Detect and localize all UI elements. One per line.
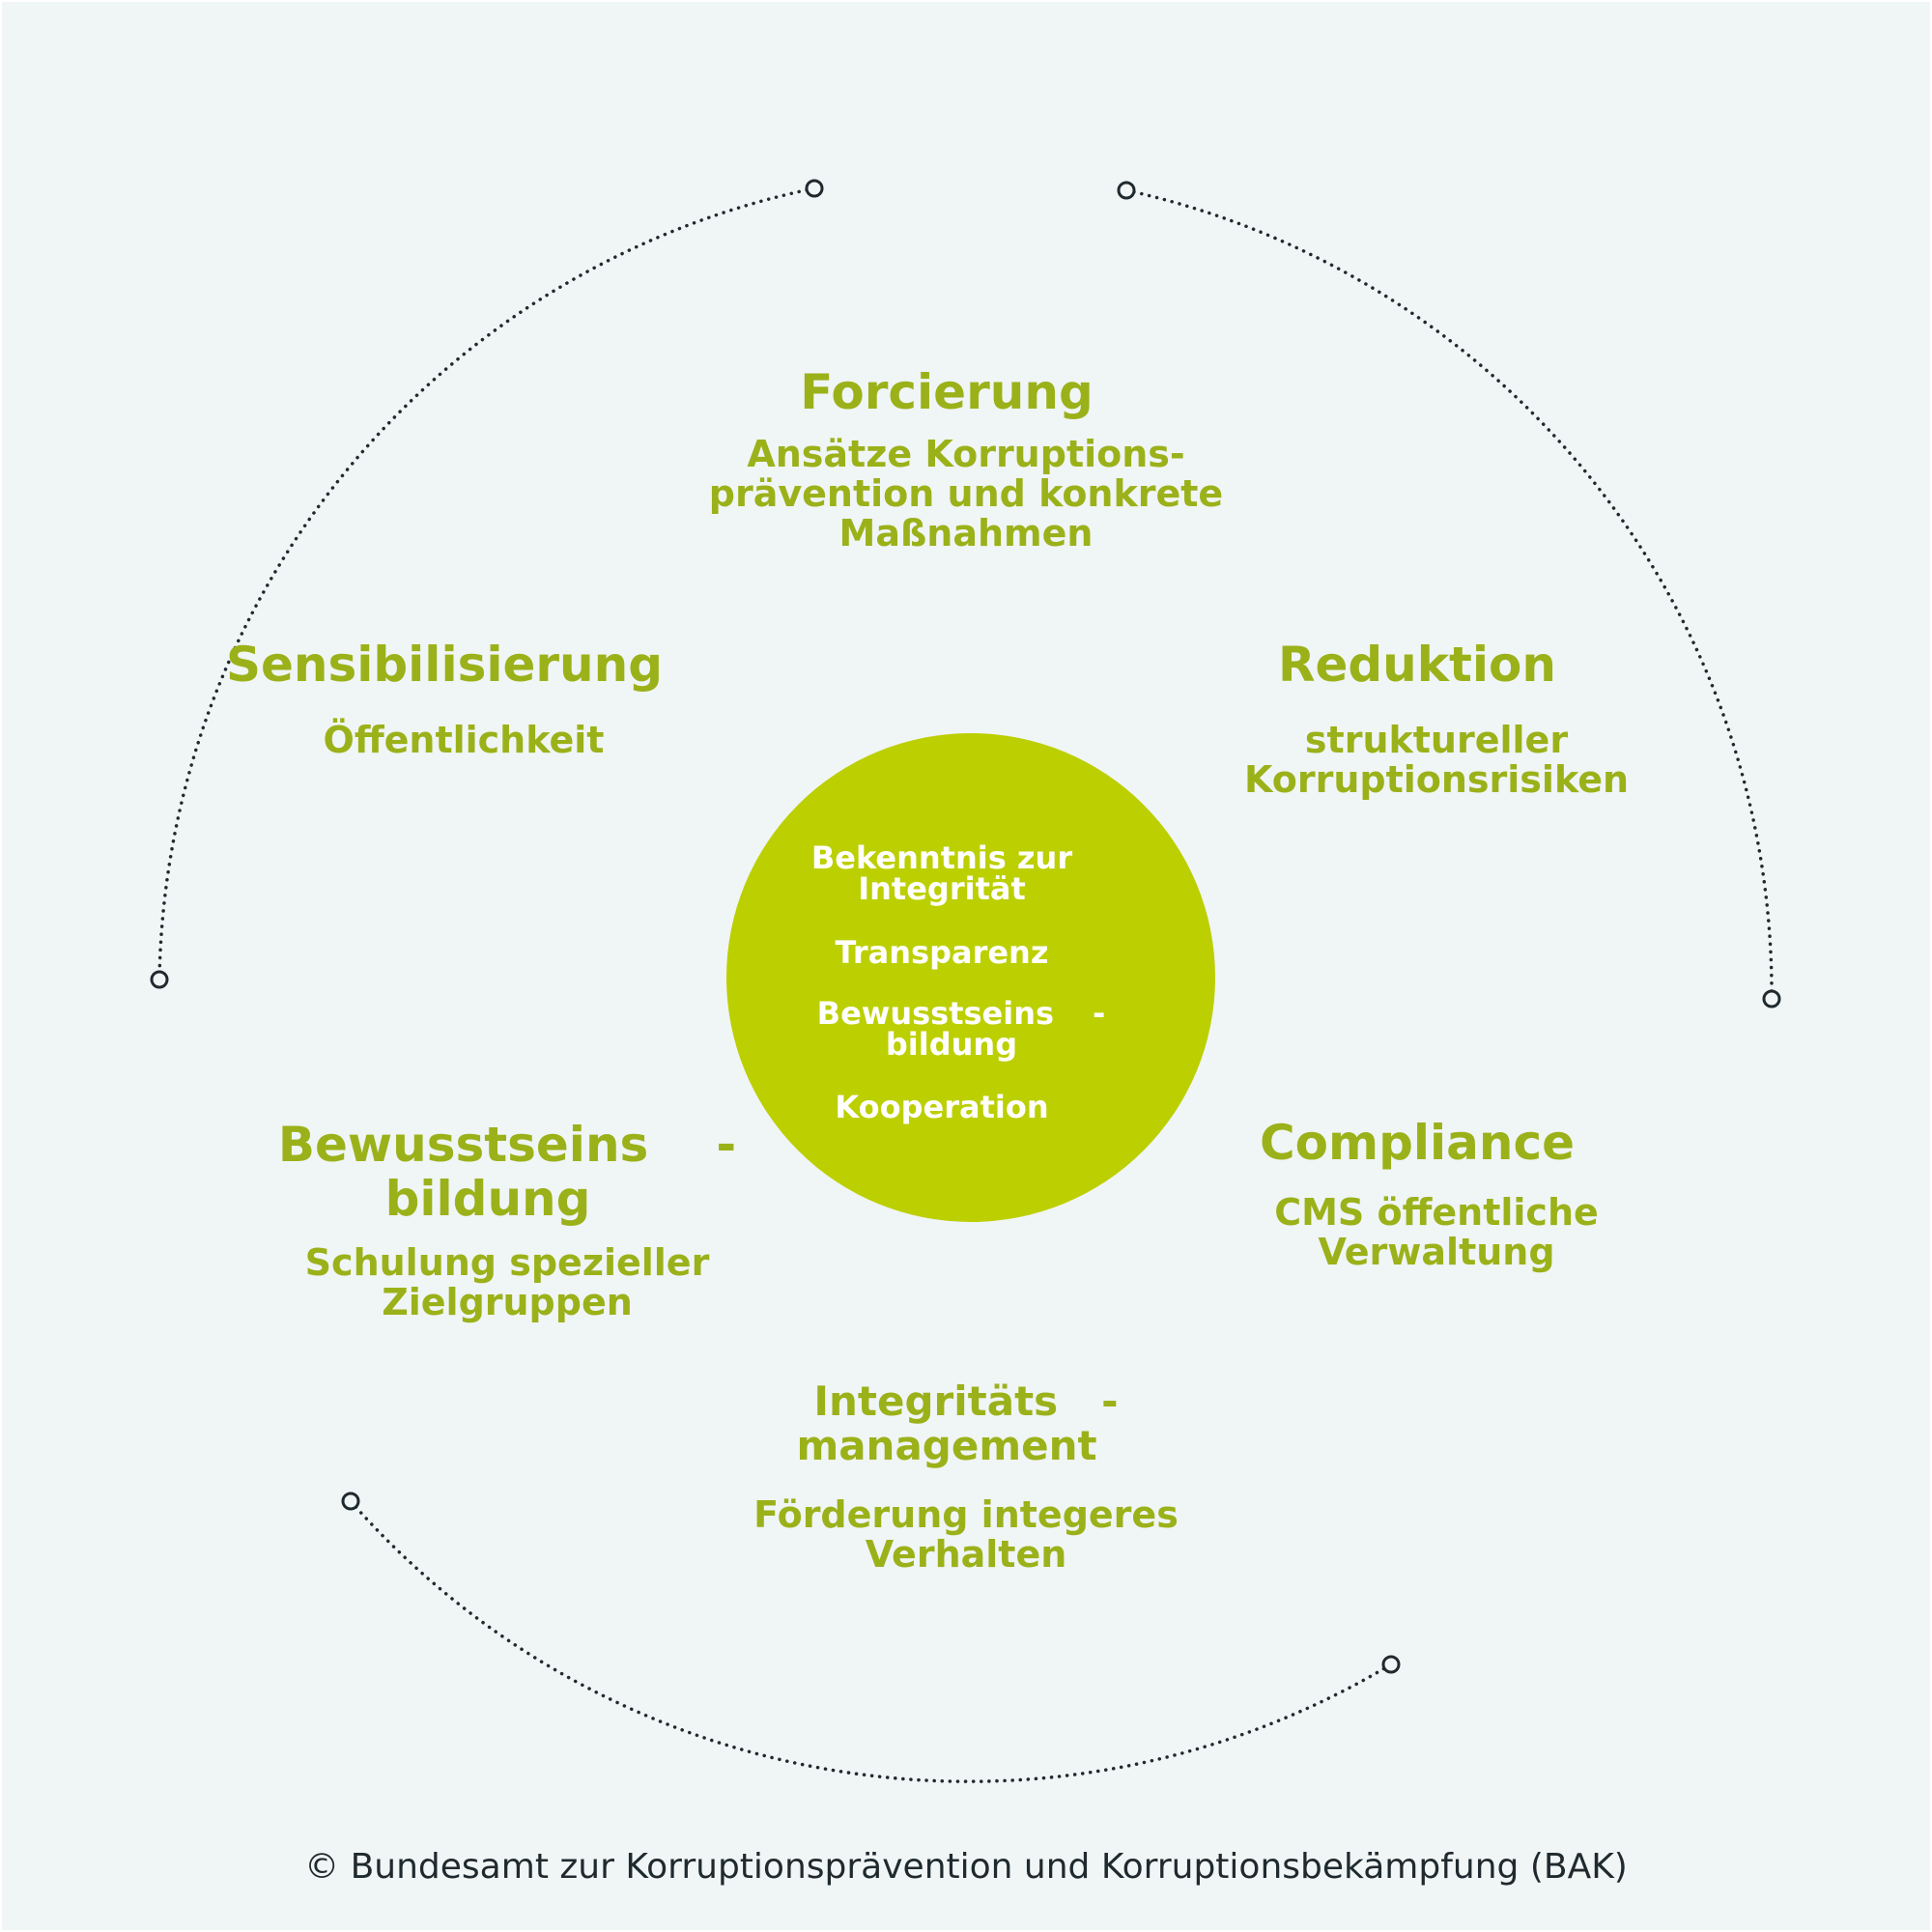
core-values-circle xyxy=(726,733,1215,1222)
segment-subtitle-line: Maßnahmen xyxy=(838,512,1094,554)
center-item-line: Bewusstseins - xyxy=(734,998,1188,1029)
segment-bewusstseinsbildung: Bewusstseins - bildung Schulung spezielle… xyxy=(266,1118,749,1322)
center-item-bewusstseinsbildung: Bewusstseins - bildung xyxy=(734,998,1188,1060)
segment-title-hyphen: - xyxy=(716,1117,737,1173)
segment-subtitle-line: Verhalten xyxy=(865,1533,1067,1576)
segment-subtitle-line: Förderung integeres xyxy=(753,1493,1179,1536)
center-item-hyphen: - xyxy=(1093,995,1106,1032)
segment-subtitle-line: struktureller xyxy=(1304,719,1569,761)
segment-title: Compliance xyxy=(1259,1115,1576,1171)
segment-forcierung: Forcierung Ansätze Korruptions- präventi… xyxy=(676,365,1256,554)
segment-title-line: Integritäts- xyxy=(724,1379,1208,1424)
segment-title-line: Bewusstseins - xyxy=(266,1118,749,1172)
segment-title-line: bildung xyxy=(384,1171,591,1227)
segment-subtitle-line: Verwaltung xyxy=(1318,1231,1555,1273)
arc-bottom xyxy=(349,1499,1393,1783)
center-item-line: Bekenntnis zur xyxy=(810,839,1073,876)
segment-subtitle-line: Korruptionsrisiken xyxy=(1243,758,1630,801)
copyright-notice: © Bundesamt zur Korruptionsprävention un… xyxy=(304,1847,1628,1887)
center-item-text: Bewusstseins xyxy=(816,995,1055,1032)
arc-endpoint xyxy=(1117,181,1136,200)
center-item-kooperation: Kooperation xyxy=(734,1092,1150,1122)
segment-subtitle-line: CMS öffentliche xyxy=(1274,1191,1599,1234)
center-item-line: bildung xyxy=(885,1026,1018,1063)
center-item-line: Transparenz xyxy=(835,934,1049,971)
center-item-line: Kooperation xyxy=(835,1089,1049,1125)
segment-reduktion: Reduktion struktureller Korruptionsrisik… xyxy=(1195,638,1678,800)
arc-upper-right xyxy=(1124,188,1774,1001)
segment-subtitle-line: Zielgruppen xyxy=(382,1281,633,1323)
arc-endpoint xyxy=(150,970,169,989)
segment-title: Forcierung xyxy=(800,364,1094,420)
segment-title: Reduktion xyxy=(1277,637,1557,693)
arc-endpoint xyxy=(341,1492,360,1511)
segment-subtitle-line: Öffentlichkeit xyxy=(323,719,605,761)
segment-title: Sensibilisierung xyxy=(225,637,664,693)
segment-title-line: management xyxy=(796,1422,1097,1469)
segment-integritaetsmanagement: Integritäts- management Förderung intege… xyxy=(724,1379,1208,1575)
segment-title-hyphen: - xyxy=(1101,1378,1119,1425)
segment-subtitle-line: Schulung spezieller xyxy=(304,1241,710,1284)
arc-upper-left xyxy=(157,186,816,981)
center-item-bekenntnis: Bekenntnis zur Integrität xyxy=(734,842,1150,904)
center-item-line: Integrität xyxy=(858,870,1026,907)
segment-compliance: Compliance CMS öffentliche Verwaltung xyxy=(1195,1116,1678,1272)
segment-title-text: Bewusstseins xyxy=(277,1117,649,1173)
center-item-transparenz: Transparenz xyxy=(734,937,1150,968)
segment-sensibilisierung: Sensibilisierung Öffentlichkeit xyxy=(222,638,705,760)
segment-subtitle-line: prävention und konkrete xyxy=(708,472,1224,515)
arc-endpoint xyxy=(1381,1655,1401,1674)
arc-endpoint xyxy=(1762,989,1781,1009)
segment-subtitle-line: Ansätze Korruptions- xyxy=(747,433,1185,475)
arc-endpoint xyxy=(805,179,824,198)
segment-title-text: Integritäts xyxy=(813,1378,1059,1425)
